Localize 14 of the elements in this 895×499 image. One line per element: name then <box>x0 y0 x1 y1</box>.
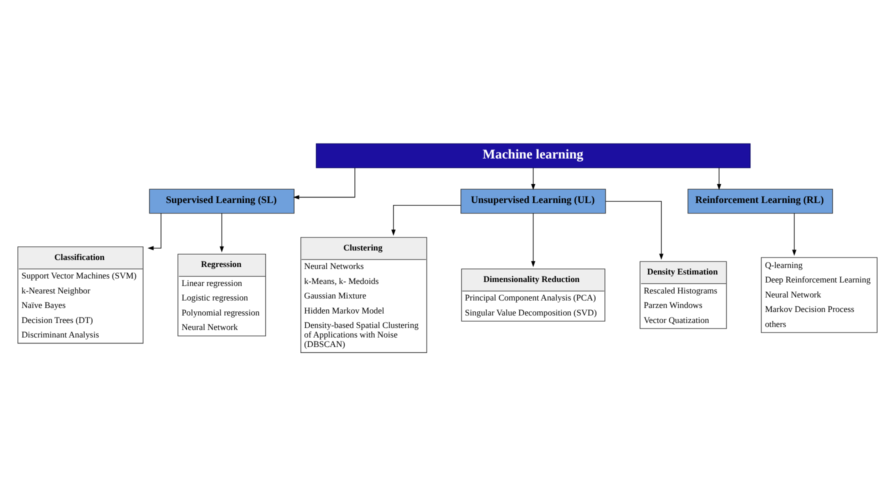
arrow <box>293 168 356 200</box>
node-box: Q-learning Deep Reinforcement Learning Neural Network Markov Decision Process others <box>760 257 878 333</box>
arrow <box>531 168 536 190</box>
node-box: Unsupervised Learning (UL) <box>460 188 606 214</box>
node-box: Reinforcement Learning (RL) <box>688 188 833 214</box>
arrow <box>220 213 224 252</box>
arrow <box>391 204 462 236</box>
arrow <box>148 213 162 250</box>
arrow <box>531 213 536 268</box>
arrow <box>716 168 722 190</box>
node-box: Supervised Learning (SL) <box>149 188 294 214</box>
arrow <box>605 200 664 260</box>
node-box: Machine learning <box>316 143 751 168</box>
arrow <box>792 213 796 256</box>
